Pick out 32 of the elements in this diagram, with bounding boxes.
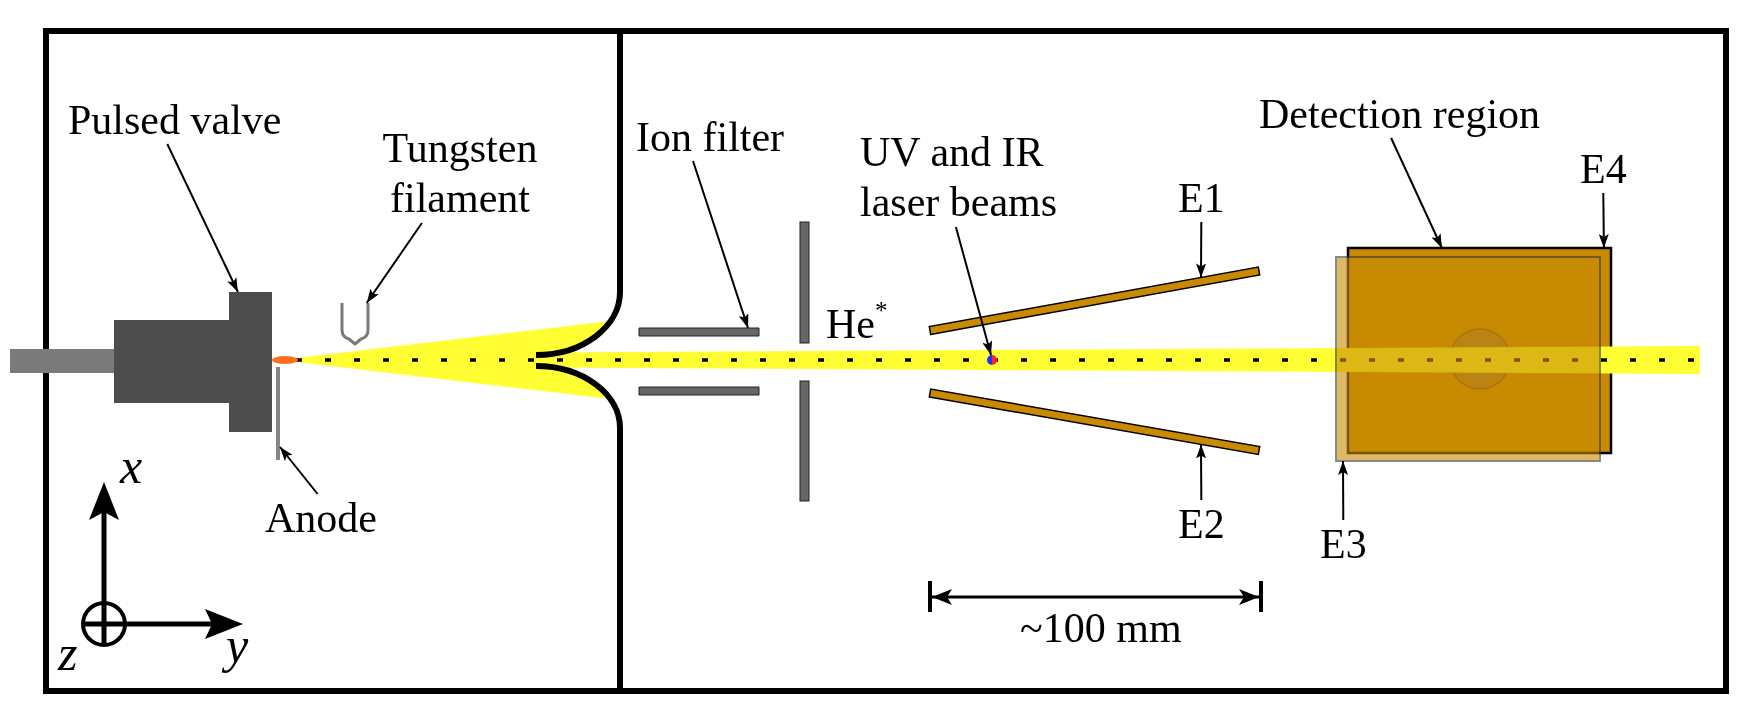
electrode-plate bbox=[1335, 256, 1601, 462]
axis-label: z bbox=[58, 625, 78, 681]
part-label: Anode bbox=[265, 494, 377, 542]
axis-label: x bbox=[120, 438, 143, 494]
dimension-label: ~100 mm bbox=[1020, 604, 1182, 652]
leader-line bbox=[1390, 137, 1443, 249]
electrode-plate bbox=[928, 388, 1261, 456]
part-label: Pulsed valve bbox=[68, 96, 282, 144]
leader-line bbox=[692, 160, 749, 329]
electrode-plate bbox=[928, 266, 1261, 336]
laser-focus-dot bbox=[987, 355, 997, 365]
leader-line bbox=[1338, 460, 1349, 521]
leader-line bbox=[279, 446, 319, 495]
leader-line bbox=[954, 226, 993, 357]
ion-filter-plate bbox=[638, 327, 760, 337]
part-label: E4 bbox=[1580, 145, 1627, 193]
part-label: E3 bbox=[1320, 520, 1367, 568]
part-label: Detection region bbox=[1259, 90, 1541, 138]
part-label: E1 bbox=[1178, 174, 1225, 222]
leader-line bbox=[1598, 192, 1609, 249]
species-label: He$^{*}$ bbox=[826, 300, 888, 348]
leader-line bbox=[1196, 221, 1207, 279]
leader-line bbox=[1196, 443, 1207, 501]
part-label: UV and IR laser beams bbox=[860, 127, 1065, 227]
filament-wire bbox=[340, 303, 370, 346]
valve-drawing bbox=[10, 292, 272, 432]
part-label: Ion filter bbox=[636, 113, 785, 161]
part-label: E2 bbox=[1178, 500, 1225, 548]
part-label: Tungsten filament bbox=[375, 123, 545, 223]
leader-line bbox=[365, 222, 423, 304]
anode-rod bbox=[276, 367, 280, 460]
leader-line bbox=[166, 143, 239, 293]
